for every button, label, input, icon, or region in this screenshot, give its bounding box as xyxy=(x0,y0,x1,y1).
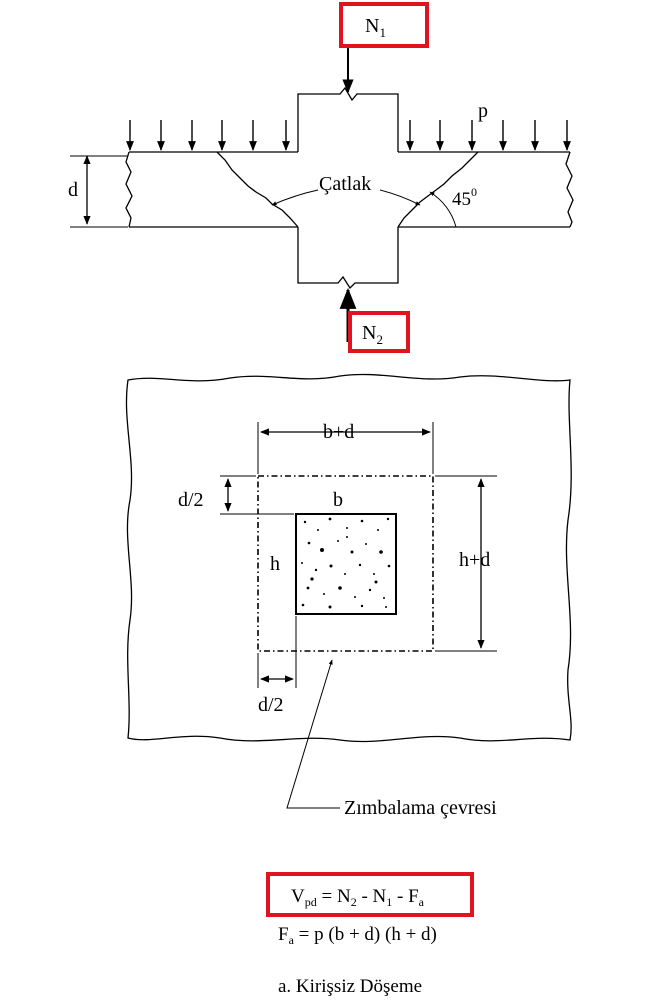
bd-label: b+d xyxy=(323,421,354,443)
h-label: h xyxy=(270,553,280,575)
slab-right-break xyxy=(565,151,574,228)
crack-label: Çatlak xyxy=(319,173,371,195)
column-bottom xyxy=(297,227,399,290)
slab-plan-boundary xyxy=(125,373,572,743)
d2-left-label: d/2 xyxy=(258,694,284,716)
angle-arc xyxy=(429,191,457,228)
formula-vpd: Vpd = N2 - N1 - Fa xyxy=(291,886,425,909)
formula-fa: Fa = p (b + d) (h + d) xyxy=(278,924,437,947)
n1-highlight-box xyxy=(339,2,429,48)
crack-leader-left xyxy=(271,189,319,206)
n1-label: N1 xyxy=(365,15,386,40)
perimeter-leader xyxy=(286,659,340,809)
concrete-speckles xyxy=(301,517,391,609)
hd-label: h+d xyxy=(459,549,490,571)
column-section xyxy=(295,513,397,615)
punching-perimeter xyxy=(257,475,434,652)
angle-label: 450 xyxy=(452,185,477,210)
d-label: d xyxy=(68,179,78,201)
column-top xyxy=(297,86,399,152)
slab-outline xyxy=(129,151,570,228)
d2-top-label: d/2 xyxy=(178,489,204,511)
perimeter-label: Zımbalama çevresi xyxy=(344,797,497,819)
crack-leader-right xyxy=(379,189,421,206)
figure-caption: a. Kirişsiz Döşeme xyxy=(278,976,422,997)
slab-left-break xyxy=(125,151,133,228)
crack-left xyxy=(216,151,299,228)
n2-highlight-box xyxy=(348,311,410,353)
crack-right xyxy=(397,151,479,228)
n2-label: N2 xyxy=(362,322,383,347)
p-label: p xyxy=(478,100,488,122)
plan-view xyxy=(125,373,572,809)
section-view xyxy=(70,46,574,342)
b-label: b xyxy=(333,489,343,511)
distributed-load-arrows xyxy=(126,120,571,151)
formula-highlight-box xyxy=(266,872,474,917)
